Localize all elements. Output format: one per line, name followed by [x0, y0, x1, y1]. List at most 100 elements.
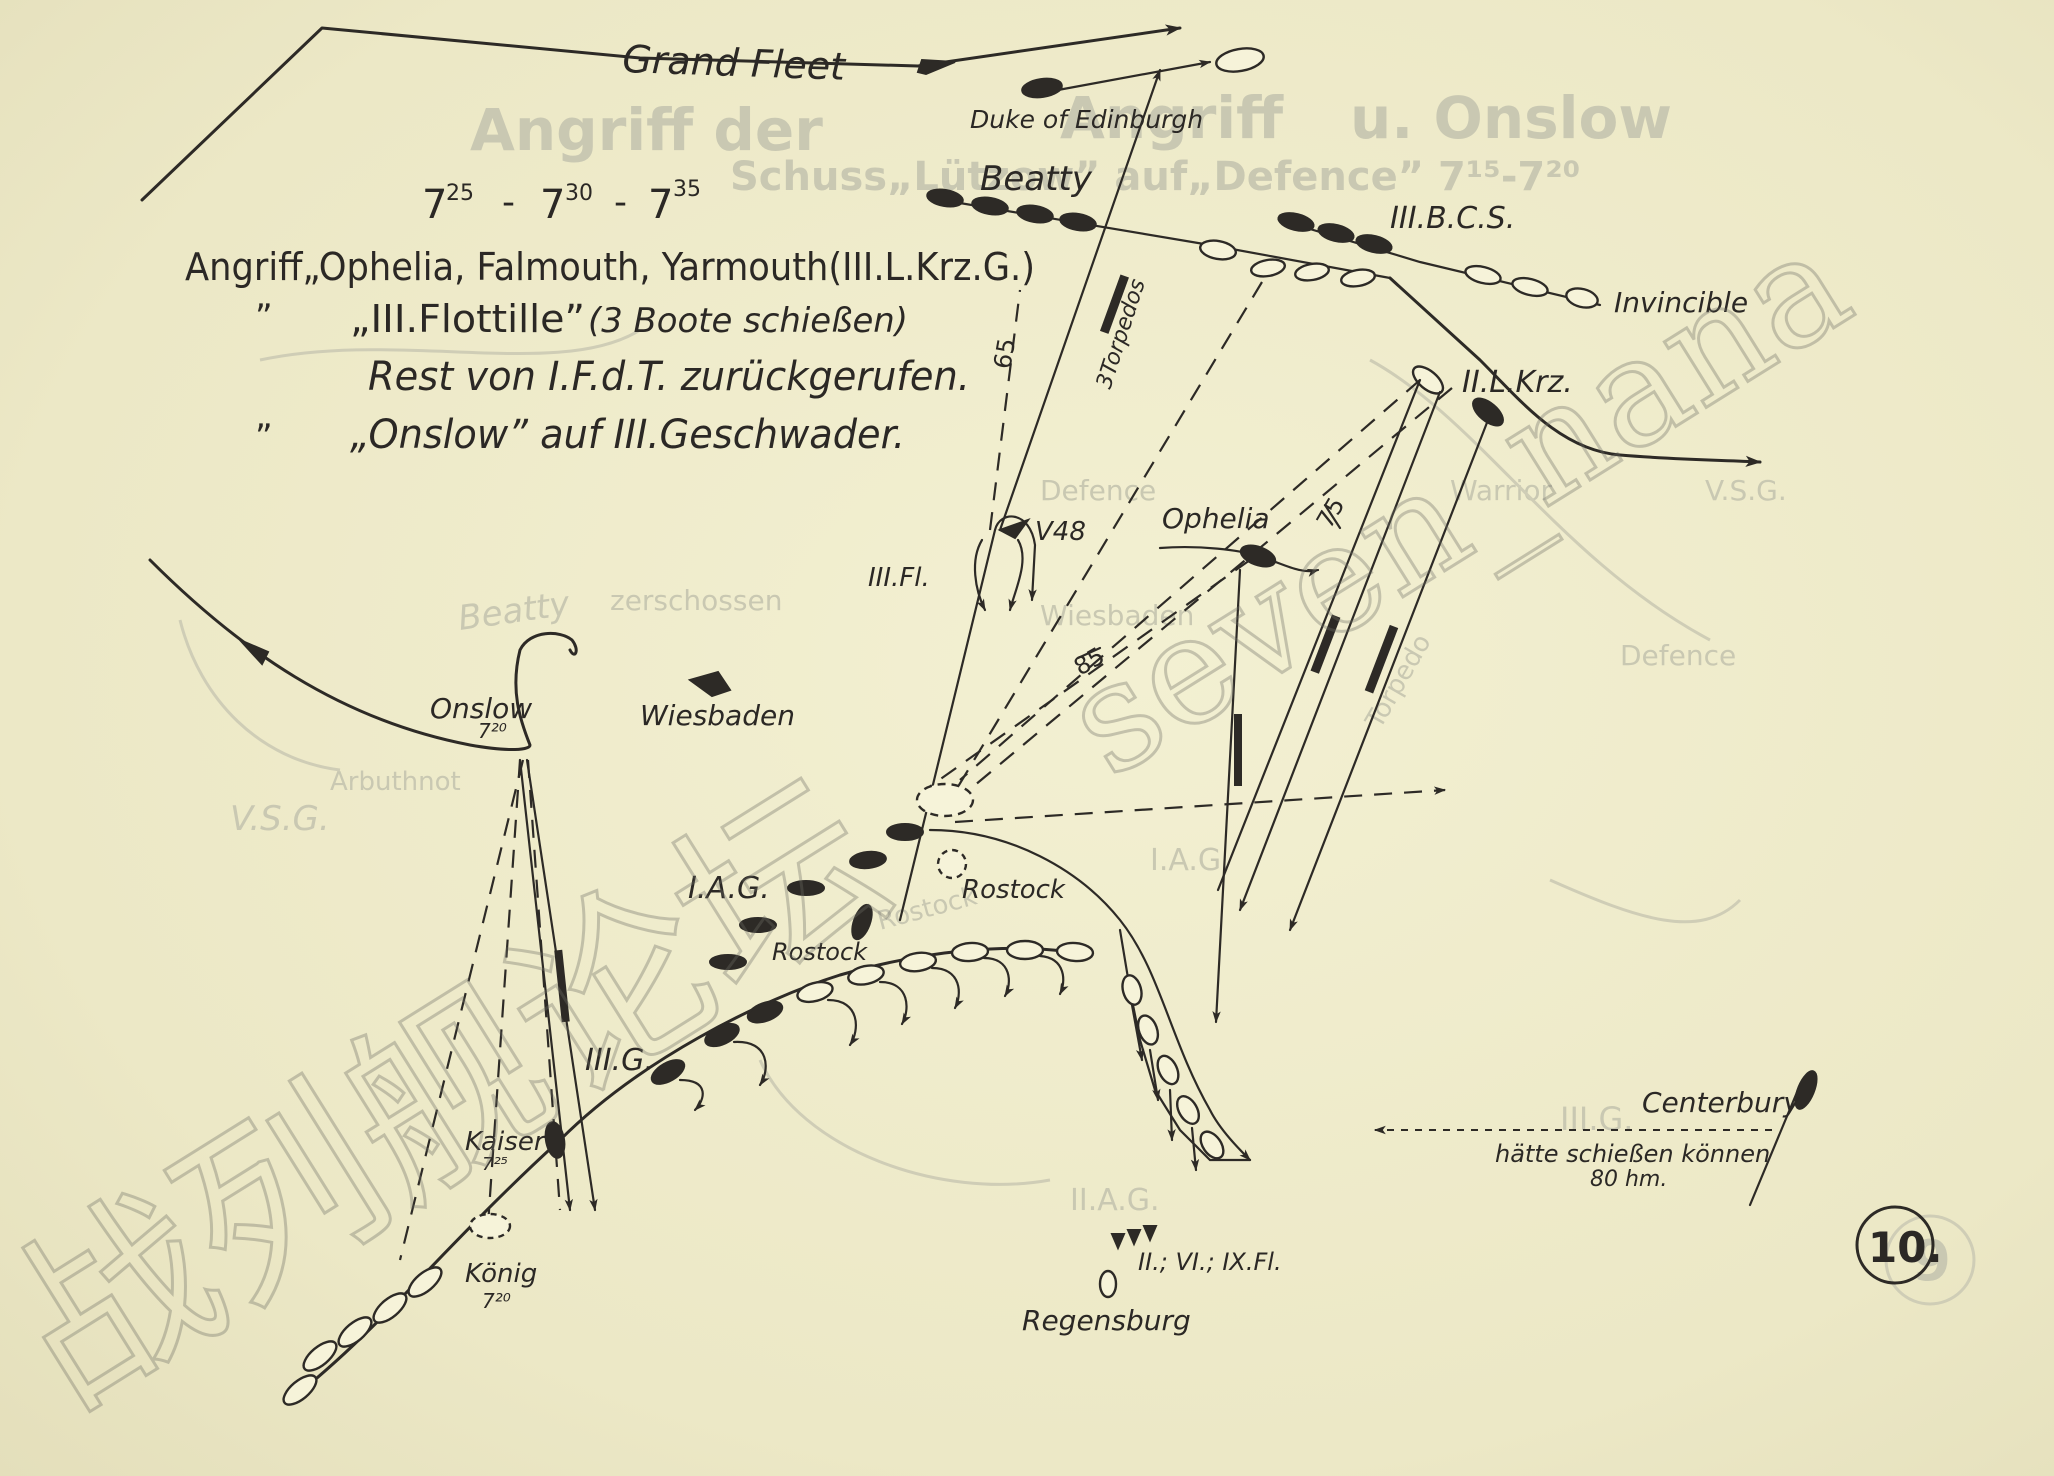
beatty-ship-7: [1294, 262, 1330, 282]
torpedo-track-north: [998, 68, 1162, 532]
ghost-track-3: [758, 1059, 1051, 1186]
time-2-base: 7: [540, 182, 565, 228]
rostock-dashed-mark: [936, 848, 968, 880]
label-iii-g: III.G.: [585, 1043, 654, 1078]
iii-bcs-ship-2: [1317, 223, 1355, 243]
label-flotillas: II.; VI.; IX.Fl.: [1138, 1248, 1282, 1276]
iii-g-group: III.G.: [288, 939, 1095, 1402]
label-beatty: Beatty: [980, 159, 1093, 199]
koenig-dashed-mark: [468, 1212, 512, 1240]
legend-block: 7 25 - 7 30 - 7 35 Angriff„Ophelia, Falm…: [185, 177, 1035, 458]
label-grand-fleet: Grand Fleet: [622, 37, 848, 89]
rostock-track: [928, 828, 1252, 1162]
torpedo-mark-5: [554, 949, 570, 1023]
iii-bcs-ship-4: [1464, 264, 1502, 286]
legend-line-1: Angriff„Ophelia, Falmouth, Yarmouth(III.…: [185, 245, 1035, 289]
koenig-ship-4: [302, 1340, 338, 1372]
label-3-torpedos: 3Torpedos: [1092, 276, 1151, 392]
time-sep-2: -: [614, 182, 627, 223]
legend-line-4: „Onslow” auf III.Geschwader.: [350, 412, 905, 458]
beatty-ship-1: [926, 188, 964, 208]
iii-g-ship-1: [650, 1059, 686, 1085]
label-v48: V48: [1035, 517, 1086, 547]
iii-fl-track: [898, 515, 1037, 922]
torpedo-line-3: [1216, 378, 1422, 892]
sight-line-1: [959, 379, 1421, 781]
iii-bcs-ship-5: [1511, 276, 1549, 298]
sight-line-85: [924, 559, 1251, 791]
figure-number: 10.: [1868, 1223, 1942, 1272]
iii-g-ship-7: [950, 941, 990, 963]
iii-g-ship-5: [847, 964, 885, 986]
iii-g-track: [288, 946, 1092, 1402]
label-centerbury-note-2: 80 hm.: [1590, 1167, 1667, 1192]
time-3-base: 7: [648, 182, 673, 228]
onslow-arrow-head: [239, 639, 270, 666]
ghost-track-2: [1369, 358, 1711, 642]
sight-line-2: [944, 387, 1453, 811]
ghost-track-5: [178, 619, 341, 772]
onslow-track: [148, 558, 578, 752]
invincible-ship: [1565, 287, 1599, 309]
grand-fleet-group: Grand Fleet Duke of Edinburgh: [140, 24, 1265, 202]
label-rostock-2: Rostock: [772, 938, 868, 966]
ghost-title-2: Angriff: [1060, 84, 1284, 152]
time-1-sup: 25: [446, 181, 474, 206]
torpedo-mark-3: [1099, 274, 1129, 334]
label-iii-fl: III.Fl.: [868, 563, 930, 593]
rostock-tail-ship-1: [1121, 974, 1143, 1006]
rostock-tail-turn-1: [1130, 1003, 1145, 1062]
beatty-ship-2: [971, 196, 1009, 216]
label-ii-l-krz: II.L.Krz.: [1462, 365, 1573, 400]
torpedo-line-2: [1238, 390, 1442, 912]
legend-line-4-mark: ”: [255, 417, 273, 457]
label-iii-bcs: III.B.C.S.: [1390, 201, 1515, 236]
iag-ship-3: [709, 954, 747, 970]
label-ophelia: Ophelia: [1162, 502, 1270, 535]
rostock-tail-ship-2: [1136, 1014, 1160, 1046]
centerbury-group: Centerbury hätte schießen können 80 hm.: [1373, 1070, 1818, 1207]
koenig-ship-3: [337, 1316, 373, 1348]
duke-track: [1056, 59, 1212, 92]
iag-ship-2: [739, 917, 777, 933]
iii-g-ship-8: [1005, 939, 1045, 961]
tick-85: [1076, 646, 1102, 660]
beatty-ship-4: [1059, 212, 1097, 232]
time-3-sup: 35: [673, 177, 701, 202]
koenig-ship-2: [372, 1292, 408, 1324]
time-range: 7 25 - 7 30 - 7 35: [422, 177, 701, 228]
legend-line-2-note: (3 Boote schießen): [588, 301, 908, 341]
ghost-label-iiig: III.G.: [1560, 1100, 1633, 1138]
label-invincible: Invincible: [1614, 286, 1748, 319]
iii-fl-turn-1: [973, 538, 987, 612]
ghost-label-iag: I.A.G.: [1150, 843, 1231, 878]
ghost-label-wiesbaden: Wiesbaden: [1040, 599, 1194, 632]
flotilla-mark-3: [1142, 1225, 1158, 1243]
iii-bcs-ship-3: [1355, 234, 1393, 254]
rostock-tail-ship-5: [1199, 1130, 1225, 1160]
iii-g-turn-7: [1038, 954, 1069, 996]
iii-g-turn-5: [930, 966, 964, 1010]
torpedo-line-1: [1288, 418, 1490, 932]
torpedo-mark-2: [1364, 624, 1399, 694]
time-sep-1: -: [502, 182, 515, 223]
label-duke-of-edinburgh: Duke of Edinburgh: [970, 105, 1203, 134]
label-kaiser: Kaiser: [465, 1127, 547, 1157]
ophelia-torpedo-track: [1212, 568, 1242, 1024]
ghost-title-1: Angriff der: [470, 96, 823, 164]
label-wiesbaden: Wiesbaden: [640, 699, 795, 732]
iii-g-turn-2: [732, 1040, 770, 1087]
beatty-ship-6: [1250, 258, 1286, 278]
ghost-title-3: u. Onslow: [1350, 84, 1672, 152]
legend-line-2-mark: ”: [255, 297, 273, 337]
rostock-ship-3: [851, 903, 873, 941]
rostock-tail-turn-2: [1148, 1048, 1161, 1102]
flotilla-mark-2: [1126, 1229, 1142, 1247]
iii-g-turn-6: [982, 956, 1015, 998]
rostock-tail-ship-3: [1156, 1054, 1180, 1086]
time-2-sup: 30: [565, 181, 593, 206]
time-1-base: 7: [422, 182, 447, 228]
label-koenig-time: 7²⁰: [482, 1289, 511, 1313]
centerbury-track: [1748, 1083, 1802, 1207]
